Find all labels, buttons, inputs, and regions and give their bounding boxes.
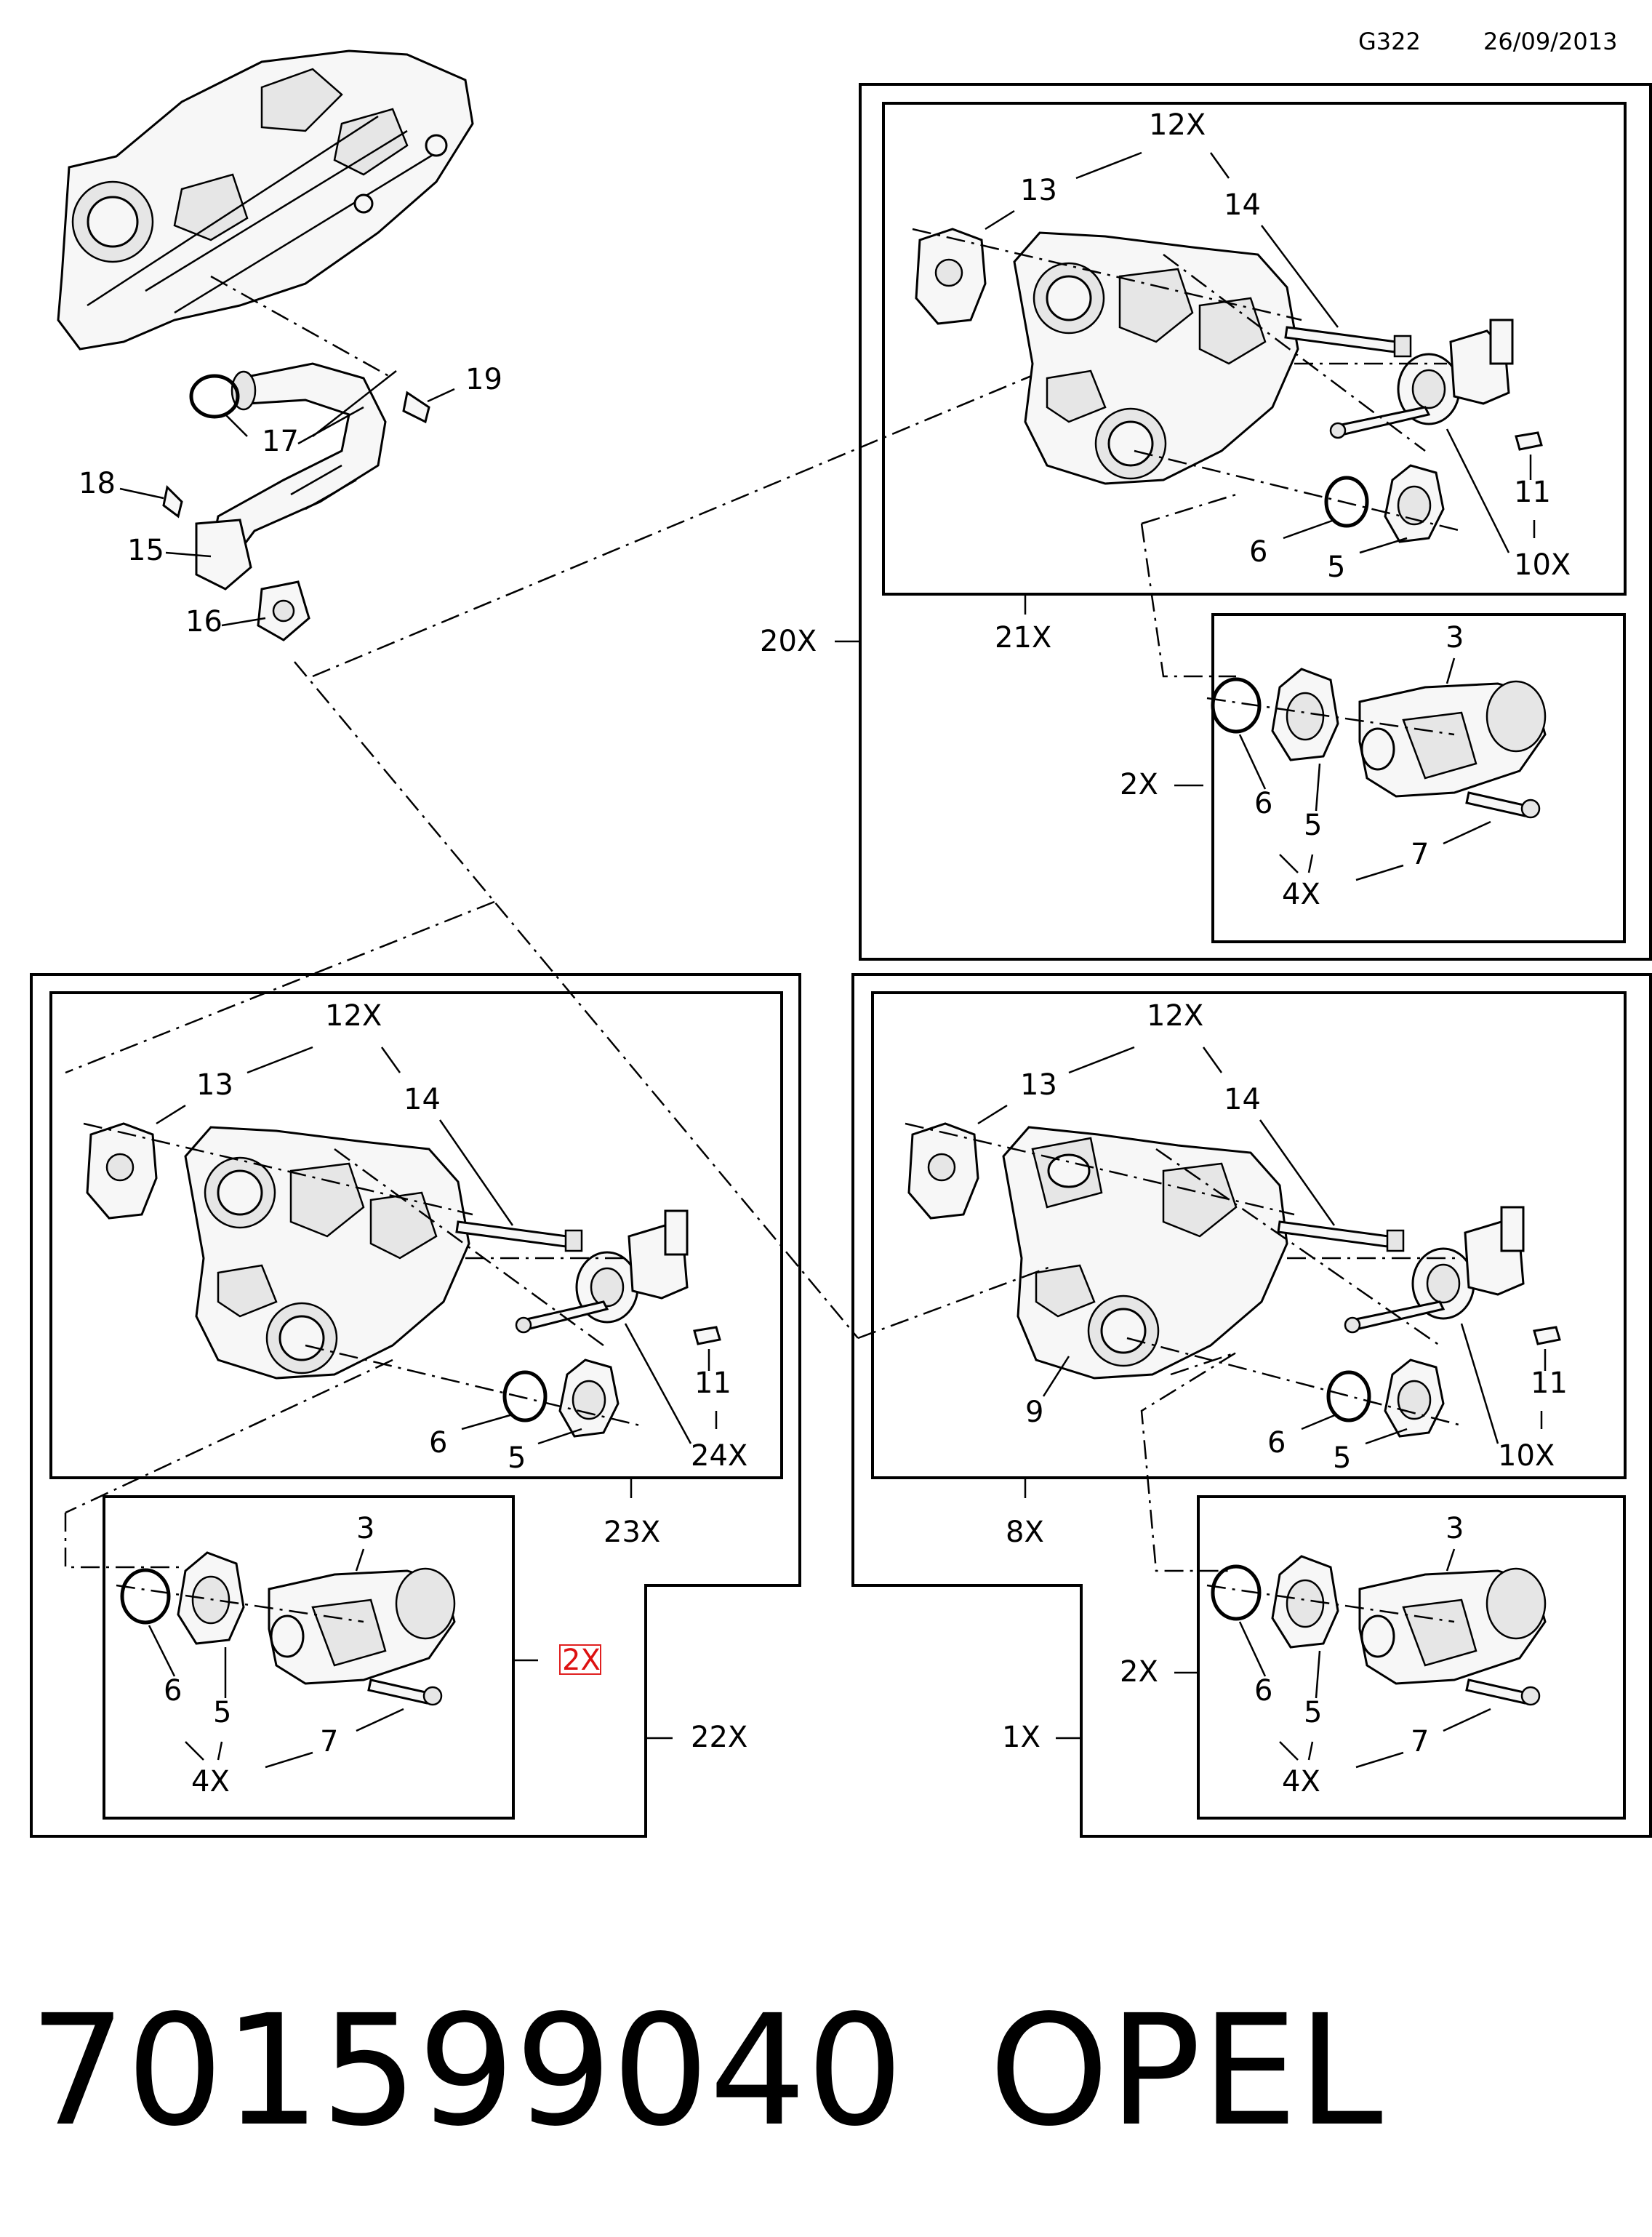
pipe-gasket-ring [189, 374, 240, 419]
egr-pipe-illustration [162, 362, 430, 641]
label-22x: 22X [691, 1721, 747, 1754]
label-5-20x: 5 [1327, 551, 1345, 584]
screw-7-1x [1465, 1678, 1528, 1705]
screw-7-22x [367, 1678, 430, 1705]
screw-11-1x [1533, 1326, 1561, 1345]
kit-22x-upper-frame [49, 991, 783, 1479]
label-2x-20x: 2X [1120, 768, 1158, 801]
label-21x: 21X [995, 621, 1051, 655]
ring-6-22x-lower [120, 1568, 171, 1625]
label-12x-1x: 12X [1147, 999, 1203, 1033]
label-2x-22x: 2X [562, 1644, 601, 1677]
egr-valve-22x [268, 1567, 456, 1685]
vacuum-actuator-22x [515, 1209, 689, 1334]
label-14-1x: 14 [1224, 1083, 1261, 1116]
label-17: 17 [262, 425, 299, 458]
label-18: 18 [79, 467, 116, 500]
label-4x-20x: 4X [1282, 878, 1320, 911]
label-10x-20x: 10X [1514, 548, 1571, 582]
label-19: 19 [465, 363, 502, 396]
header-date: 26/09/2013 [1483, 28, 1617, 55]
label-5-1x-lower: 5 [1304, 1696, 1322, 1729]
ring-6-20x [1324, 476, 1369, 528]
label-6-1x-lower: 6 [1254, 1674, 1272, 1708]
label-5-22x: 5 [508, 1441, 526, 1475]
screw-11-20x [1515, 431, 1543, 451]
label-16: 16 [185, 605, 222, 639]
label-6-22x-lower: 6 [164, 1674, 182, 1708]
label-13-20x: 13 [1020, 174, 1057, 207]
egr-valve-1x [1358, 1567, 1547, 1685]
kit-22x: 12X 13 14 11 24X 6 5 23X 22X 3 2X [30, 973, 801, 1838]
label-3-22x: 3 [356, 1512, 374, 1545]
label-6-20x-lower: 6 [1254, 787, 1272, 820]
label-2x-1x: 2X [1120, 1655, 1158, 1689]
label-6-22x: 6 [429, 1426, 447, 1460]
bolt-14-20x [1284, 326, 1398, 353]
label-6-1x: 6 [1267, 1426, 1286, 1460]
screw-7-20x [1465, 791, 1528, 817]
egr-valve-20x [1358, 680, 1547, 798]
label-7-22x: 7 [320, 1725, 338, 1758]
connect-line-to-20x [312, 369, 1044, 678]
kit-22x-lower-frame [103, 1495, 515, 1820]
egr-cooler-valve-body-1x [1002, 1126, 1288, 1380]
kit-20x: 12X 13 14 11 10X 6 5 21X 20X 3 2X [760, 83, 1652, 961]
label-3-1x: 3 [1446, 1512, 1464, 1545]
label-1x: 1X [1002, 1721, 1040, 1754]
label-10x-1x: 10X [1498, 1439, 1555, 1473]
ring-6-1x [1326, 1370, 1371, 1422]
label-6-20x: 6 [1249, 535, 1267, 569]
label-5-1x: 5 [1333, 1441, 1351, 1475]
label-13-22x: 13 [196, 1068, 233, 1102]
label-15: 15 [127, 534, 164, 567]
label-3-20x: 3 [1446, 621, 1464, 655]
label-5-22x-lower: 5 [213, 1696, 231, 1729]
intake-manifold-illustration [57, 49, 474, 351]
label-7-1x: 7 [1411, 1725, 1429, 1758]
ring-6-22x [502, 1370, 548, 1422]
kit-20x-lower-frame [1211, 613, 1626, 943]
label-13-1x: 13 [1020, 1068, 1057, 1102]
egr-cooler-valve-body-22x [184, 1126, 470, 1380]
label-11-20x: 11 [1514, 476, 1551, 509]
label-14-20x: 14 [1224, 188, 1261, 222]
label-20x: 20X [760, 625, 817, 658]
egr-cooler-valve-body-20x [1013, 231, 1299, 485]
connect-line-to-22x [65, 900, 495, 1074]
kit-1x-lower-frame [1197, 1495, 1626, 1820]
label-5-20x-lower: 5 [1304, 809, 1322, 842]
highlight-box-2x [559, 1644, 601, 1675]
label-8x: 8X [1006, 1516, 1044, 1549]
leader-19-line [312, 370, 397, 437]
label-7-20x: 7 [1411, 838, 1429, 871]
connect-line-to-1x [294, 661, 859, 1339]
kit-1x-upper-frame [871, 991, 1627, 1479]
brand-name: OPEL [989, 1982, 1383, 2160]
part-number: 701599040 [29, 1982, 903, 2160]
label-14-22x: 14 [404, 1083, 441, 1116]
vacuum-actuator-1x [1344, 1206, 1525, 1334]
header-code: G322 [1358, 28, 1421, 55]
label-4x-1x: 4X [1282, 1765, 1320, 1798]
screw-11-22x [693, 1326, 721, 1345]
label-9-1x: 9 [1025, 1396, 1043, 1429]
label-23x: 23X [604, 1516, 660, 1549]
label-12x-20x: 12X [1149, 108, 1206, 142]
label-11-22x: 11 [694, 1366, 731, 1400]
label-12x-22x: 12X [325, 999, 382, 1033]
label-4x-22x: 4X [191, 1765, 230, 1798]
vacuum-actuator-20x [1329, 319, 1514, 439]
kit-1x: 12X 13 14 9 11 10X 6 5 8X 1X 3 [851, 973, 1652, 1838]
label-11-1x: 11 [1531, 1366, 1568, 1400]
kit-20x-upper-frame [882, 102, 1627, 596]
label-24x: 24X [691, 1439, 747, 1473]
